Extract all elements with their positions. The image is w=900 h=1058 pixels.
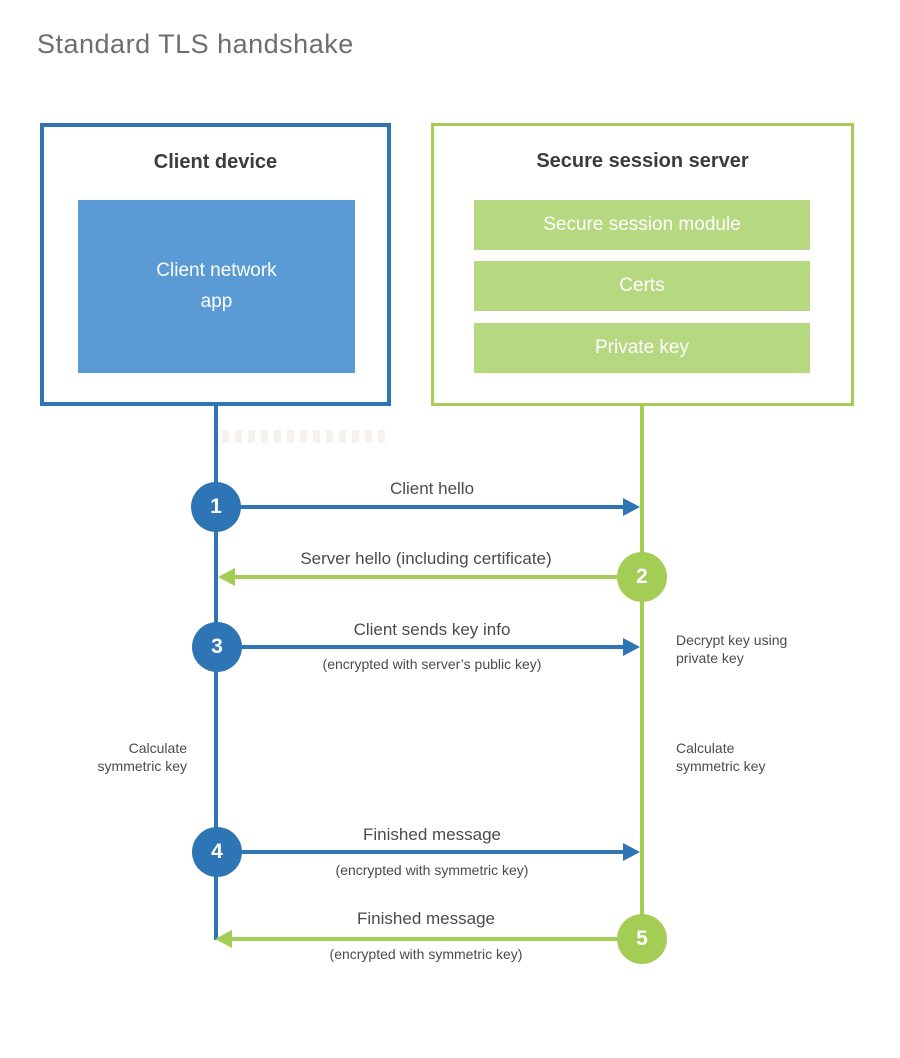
step3-circle: 3: [192, 622, 242, 672]
note-calculate-symmetric-key-server: Calculate symmetric key: [676, 740, 766, 774]
step1-label: Client hello: [389, 479, 475, 498]
step4-arrowhead-right-icon: [623, 843, 640, 861]
step4-label: Finished message: [363, 825, 501, 844]
step5-sublabel: (encrypted with symmetric key): [329, 946, 523, 962]
step1-arrow-line: [240, 505, 624, 509]
client-lifeline: [214, 405, 218, 940]
step2-circle: 2: [617, 552, 667, 602]
step5-circle: 5: [617, 914, 667, 964]
step2-arrow-line: [234, 575, 618, 579]
step3-arrowhead-right-icon: [623, 638, 640, 656]
step3-arrow-line: [240, 645, 624, 649]
step3-sublabel: (encrypted with server’s public key): [322, 656, 542, 672]
server-module-bar-private-key: Private key: [474, 323, 810, 373]
note-calculate-symmetric-key-client: Calculate symmetric key: [97, 740, 187, 774]
client-device-box: Client device Client network app: [40, 123, 391, 406]
step1-arrowhead-right-icon: [623, 498, 640, 516]
note-decrypt-key: Decrypt key using private key: [676, 632, 788, 666]
step4-circle: 4: [192, 827, 242, 877]
faint-dashed-line: [222, 430, 386, 443]
step2-arrowhead-left-icon: [218, 568, 235, 586]
server-lifeline: [640, 405, 644, 939]
step4-sublabel: (encrypted with symmetric key): [335, 862, 529, 878]
client-network-app-rect: Client network app: [78, 200, 355, 373]
server-module-bar-secure-session-module: Secure session module: [474, 200, 810, 250]
step1-circle: 1: [191, 482, 241, 532]
step3-label: Client sends key info: [353, 620, 511, 639]
step5-arrowhead-left-icon: [215, 930, 232, 948]
server-module-bar-certs: Certs: [474, 261, 810, 311]
page-title: Standard TLS handshake: [37, 29, 354, 59]
step5-label: Finished message: [357, 909, 495, 928]
step4-arrow-line: [240, 850, 624, 854]
step5-arrow-line: [232, 937, 618, 941]
secure-session-server-title: Secure session server: [536, 150, 749, 172]
secure-session-server-box: Secure session server Secure session mod…: [431, 123, 854, 406]
client-device-title: Client device: [153, 151, 278, 173]
step2-label: Server hello (including certificate): [300, 549, 552, 568]
